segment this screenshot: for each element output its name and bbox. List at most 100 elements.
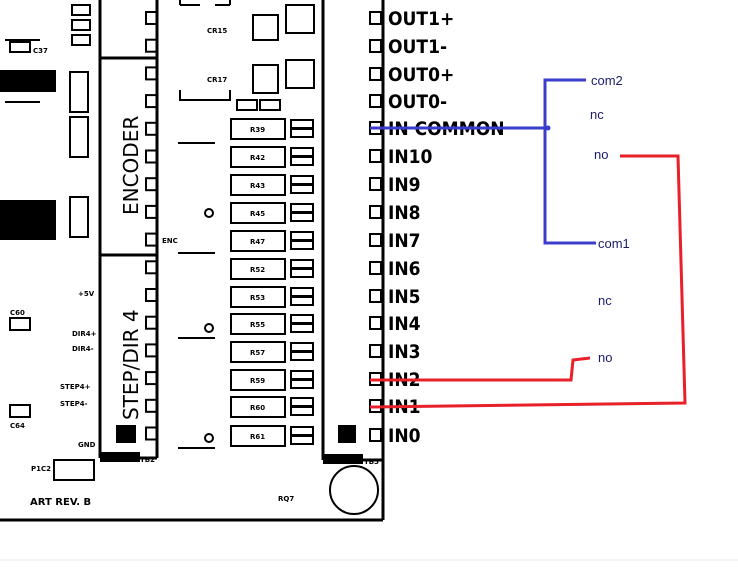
cap-pad xyxy=(290,119,314,129)
left-connector-pins xyxy=(145,11,158,441)
resistor-label: R60 xyxy=(250,404,265,412)
pin-pad xyxy=(369,428,382,442)
label-gnd: GND xyxy=(78,441,96,449)
ic-u2 xyxy=(0,200,56,240)
resistor xyxy=(230,118,286,140)
resistor-label: R42 xyxy=(250,154,265,162)
pin-pad xyxy=(369,94,382,108)
pin-label: OUT0- xyxy=(388,91,447,113)
pin-pad xyxy=(145,426,158,441)
pin-pad xyxy=(369,39,382,53)
pin-label: IN4 xyxy=(388,313,421,335)
label-c64: C64 xyxy=(10,422,25,430)
pin-pad xyxy=(369,67,382,81)
cap-pad xyxy=(290,370,314,380)
label-cr17: CR17 xyxy=(207,76,227,84)
annotation-com2: com2 xyxy=(591,73,623,88)
label-p1c2: P1C2 xyxy=(31,465,51,473)
label-enc: ENC xyxy=(162,237,178,245)
label-tb3: TB3 xyxy=(364,458,379,466)
blue-junction xyxy=(545,125,551,131)
ic-u1 xyxy=(0,70,56,92)
p1c2-pad xyxy=(53,459,95,481)
resistor xyxy=(230,286,286,308)
cap-pad xyxy=(290,379,314,389)
red-wires xyxy=(369,154,687,409)
left-components xyxy=(5,4,91,418)
cap-pad xyxy=(290,342,314,352)
tb2-block xyxy=(100,452,140,462)
cap-pad xyxy=(290,240,314,250)
label-cr15: CR15 xyxy=(207,27,227,35)
pin1-marker-right xyxy=(338,425,356,443)
resistor-label: R59 xyxy=(250,377,265,385)
pin-pad xyxy=(369,316,382,330)
pin-label: IN3 xyxy=(388,341,421,363)
pin-pad xyxy=(145,177,158,192)
pin-label: IN6 xyxy=(388,258,421,280)
board-outline xyxy=(0,0,385,522)
pin-pad xyxy=(145,204,158,219)
pin-label: IN10 xyxy=(388,146,433,168)
cap-pad xyxy=(290,184,314,194)
pin-pad xyxy=(145,260,158,275)
pin-pad xyxy=(145,66,158,81)
resistor-label: R47 xyxy=(250,238,265,246)
cap-pad xyxy=(290,259,314,269)
cap-pad xyxy=(290,351,314,361)
cap-pad xyxy=(290,156,314,166)
cap-pad xyxy=(290,314,314,324)
pin-label: OUT1- xyxy=(388,36,447,58)
blue-wires xyxy=(370,78,596,245)
resistor-label: R61 xyxy=(250,433,265,441)
pin-pad xyxy=(145,94,158,109)
resistor-label: R39 xyxy=(250,126,265,134)
resistor xyxy=(230,146,286,168)
pin1-marker xyxy=(116,425,136,443)
label-dir4-plus: DIR4+ xyxy=(72,330,97,338)
resistor xyxy=(230,313,286,335)
cap-pad xyxy=(290,287,314,297)
pin-pad xyxy=(145,288,158,302)
cap-pad xyxy=(290,426,314,436)
resistor xyxy=(230,230,286,252)
pin-pad xyxy=(369,289,382,303)
pin-pad xyxy=(145,149,158,164)
annotation-no-top: no xyxy=(594,147,608,162)
pin-pad xyxy=(369,177,382,191)
label-step4-minus: STEP4- xyxy=(60,400,88,408)
resistor xyxy=(230,369,286,391)
resistor-label: R55 xyxy=(250,321,265,329)
pin-pad xyxy=(145,121,158,136)
pin-pad xyxy=(145,398,158,413)
pin-pad xyxy=(145,38,158,53)
pin-pad xyxy=(369,205,382,219)
pin-pad xyxy=(369,11,382,25)
annotation-nc-top: nc xyxy=(590,107,604,122)
pin-label: IN9 xyxy=(388,174,421,196)
cap-pad xyxy=(290,212,314,222)
resistor xyxy=(230,258,286,280)
label-5v: +5V xyxy=(78,290,95,298)
annotation-nc-bottom: nc xyxy=(598,293,612,308)
resistor-label: R53 xyxy=(250,294,265,302)
pin-pad xyxy=(369,344,382,358)
mounting-hole xyxy=(329,465,379,515)
resistor xyxy=(230,396,286,418)
cap-pad xyxy=(290,323,314,333)
annotation-no-bottom: no xyxy=(598,350,612,365)
cap-pad xyxy=(290,268,314,278)
label-dir4-minus: DIR4- xyxy=(72,345,94,353)
pin-label: IN7 xyxy=(388,230,421,252)
annotation-com1: com1 xyxy=(598,236,630,251)
pin-pad xyxy=(369,261,382,275)
cap-pad xyxy=(290,296,314,306)
section-encoder-label: ENCODER xyxy=(119,116,143,215)
cap-pad xyxy=(290,406,314,416)
revision-label: ART REV. B xyxy=(30,497,91,508)
pin-label: IN0 xyxy=(388,425,421,447)
resistor-label: R43 xyxy=(250,182,265,190)
resistor-label: R45 xyxy=(250,210,265,218)
